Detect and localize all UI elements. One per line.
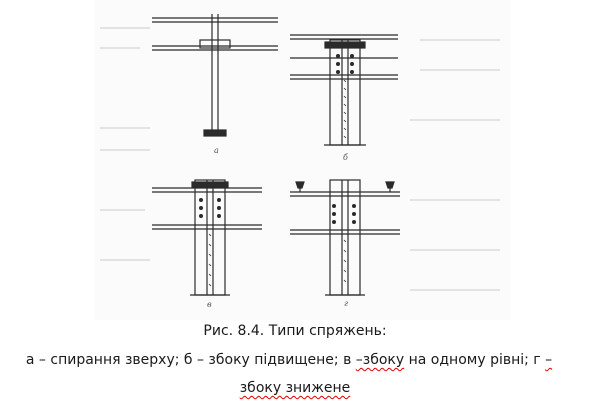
variant-b-hatching xyxy=(343,79,347,139)
legend-text-middle: на одному рівні; г xyxy=(404,352,546,368)
sublabel-v: в xyxy=(207,300,212,309)
scan-background xyxy=(95,0,510,320)
spellcheck-flagged-dash: – xyxy=(545,352,553,368)
variant-g-drawing xyxy=(290,179,400,296)
legend-text-end: збоку знижене xyxy=(239,380,351,396)
legend-text-start: а – спирання зверху; б – збоку підвищене… xyxy=(25,352,356,368)
figure-caption-legend-line1: а – спирання зверху; б – збоку підвищене… xyxy=(0,352,584,368)
spellcheck-flagged-word: –збоку xyxy=(355,352,405,368)
sublabel-a: а xyxy=(214,146,219,155)
variant-v-drawing xyxy=(152,179,262,296)
variant-v-bolts xyxy=(199,198,221,218)
variant-b-drawing xyxy=(290,34,398,146)
sublabel-g: г xyxy=(344,299,348,308)
figure-caption-legend-line2: збоку знижене xyxy=(0,380,590,396)
sublabel-b: б xyxy=(343,153,348,162)
variant-g-hatching xyxy=(343,239,347,283)
figure-joint-types: а б xyxy=(95,0,510,320)
scan-bleed-text xyxy=(100,27,500,291)
variant-v-hatching xyxy=(208,233,212,287)
variant-g-bolts xyxy=(332,204,356,224)
variant-b-bolts xyxy=(336,54,354,74)
figure-caption-title: Рис. 8.4. Типи спряжень: xyxy=(203,323,387,339)
variant-a-drawing xyxy=(152,14,278,137)
